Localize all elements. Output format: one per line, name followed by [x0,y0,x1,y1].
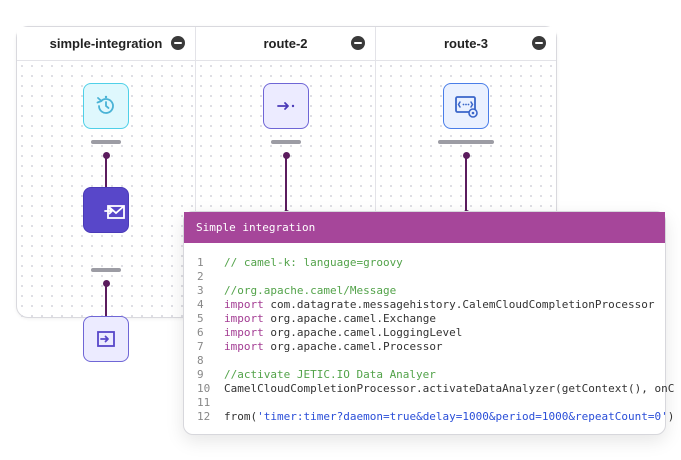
direct-arrow-icon [277,102,295,110]
keyword: import [224,312,264,325]
code-line: 1 // camel-k: language=groovy [184,256,665,270]
string-literal: 'timer:timer?daemon=true&delay=1000&peri… [257,410,668,423]
node-label-bar [271,140,301,144]
line-text: import org.apache.camel.LoggingLevel [224,326,462,340]
line-text: from('timer:timer?daemon=true&delay=1000… [224,410,674,424]
code-line: 8 [184,354,665,368]
line-number: 11 [197,396,211,409]
direct-in-node[interactable] [83,316,129,362]
code-line: 7 import org.apache.camel.Processor [184,340,665,354]
code-line: 9 //activate JETIC.IO Data Analyer [184,368,665,382]
line-text: import org.apache.camel.Exchange [224,312,436,326]
line-number: 12 [197,410,211,423]
line-number: 6 [197,326,204,339]
code-line: 5 import org.apache.camel.Exchange [184,312,665,326]
remove-route-icon[interactable] [171,36,185,50]
connector-dot [103,152,110,159]
mail-node[interactable] [83,187,129,233]
code-text: com.datagrate.messagehistory.CalemCloudC… [263,298,655,311]
line-number: 3 [197,284,204,297]
code-line: 6 import org.apache.camel.LoggingLevel [184,326,665,340]
node-label-bar [91,140,121,144]
route-title: route-2 [263,36,308,51]
connector-line [105,153,107,219]
code-panel: Simple integration 1 // camel-k: language… [183,211,674,435]
line-text: // camel-k: language=groovy [224,256,403,269]
code-line: 11 [184,396,665,410]
data-settings-icon [455,96,478,118]
node-label-bar [438,140,494,144]
keyword: import [224,326,264,339]
remove-route-icon[interactable] [351,36,365,50]
route-title: simple-integration [49,36,163,51]
code-line: 10 CamelCloudCompletionProcessor.activate… [184,382,674,396]
line-text: import org.apache.camel.Processor [224,340,443,354]
connector-dot [463,152,470,159]
timer-node[interactable] [83,83,129,129]
code-panel-title: Simple integration [196,221,316,234]
route-header: simple-integration [17,27,195,61]
keyword: import [224,298,264,311]
line-number: 7 [197,340,204,353]
code-text: from( [224,410,258,423]
code-text: ) [667,410,675,423]
line-number: 2 [197,270,204,283]
connector-line [105,281,107,321]
timer-icon [96,95,114,114]
code-line: 3 //org.apache.camel/Message [184,284,665,298]
route-column-simple-integration: simple-integration [17,27,196,362]
line-text: //org.apache.camel/Message [224,284,397,297]
code-text: org.apache.camel.Processor [263,340,443,353]
mail-in-icon [104,205,125,219]
code-line: 12 from('timer:timer?daemon=true&delay=10… [184,410,674,424]
route-title: route-3 [443,36,489,51]
direct-node[interactable] [263,83,309,129]
code-text: org.apache.camel.LoggingLevel [263,326,463,339]
code-text: org.apache.camel.Exchange [263,312,436,325]
route-canvas [17,61,195,362]
line-text: //activate JETIC.IO Data Analyer [224,368,436,381]
line-number: 1 [197,256,204,269]
data-settings-node[interactable] [443,83,489,129]
direct-in-icon [97,331,115,347]
routes-panel: simple-integration [16,26,557,362]
line-number: 5 [197,312,204,325]
line-number: 4 [197,298,204,311]
route-header: route-3 [376,27,556,61]
code-line: 2 [184,270,665,284]
route-header: route-2 [196,27,375,61]
line-text: CamelCloudCompletionProcessor.activateDa… [224,382,675,395]
keyword: import [224,340,264,353]
connector-dot [103,280,110,287]
remove-route-icon[interactable] [532,36,546,50]
line-number: 10 [197,382,211,395]
connector-line [465,153,467,213]
node-label-bar [91,268,121,272]
line-number: 8 [197,354,204,367]
connector-dot [283,152,290,159]
code-line: 4 import com.datagrate.messagehistory.Cal… [184,298,665,312]
line-number: 9 [197,368,204,381]
line-text: import com.datagrate.messagehistory.Cale… [224,298,654,312]
code-panel-header: Simple integration [184,212,665,243]
connector-line [285,153,287,213]
